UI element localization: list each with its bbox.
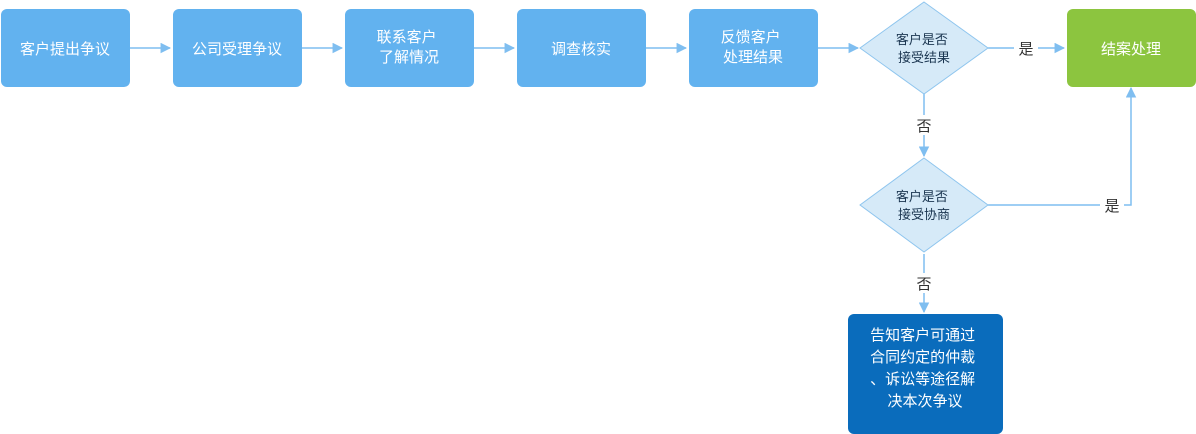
node-notice: 告知客户可通过 合同约定的仲裁 、诉讼等途径解 决本次争议	[848, 314, 1003, 434]
connectors	[130, 42, 1137, 314]
node-decision1-label: 客户是否 接受结果	[896, 32, 952, 66]
node-step5-label: 反馈客户 处理结果	[721, 28, 786, 66]
node-step4: 调查核实	[517, 9, 646, 87]
node-notice-label: 告知客户可通过 合同约定的仲裁 、诉讼等途径解 决本次争议	[870, 326, 980, 410]
edge-label-d2-no: 否	[916, 275, 931, 293]
node-close-label: 结案处理	[1101, 40, 1161, 58]
node-step5: 反馈客户 处理结果	[689, 9, 818, 87]
node-step2: 公司受理争议	[173, 9, 302, 87]
edge-label-d1-no: 否	[916, 117, 931, 135]
edge-labels: 是 否 是 否	[912, 38, 1124, 293]
node-close: 结案处理	[1067, 9, 1196, 87]
node-step1-label: 客户提出争议	[20, 40, 110, 58]
node-decision2-label: 客户是否 接受协商	[896, 189, 952, 223]
node-step1: 客户提出争议	[1, 9, 130, 87]
node-decision2: 客户是否 接受协商	[859, 157, 989, 253]
node-step3-label: 联系客户 了解情况	[377, 28, 442, 66]
arrow-decision2-close	[988, 86, 1137, 206]
node-step3: 联系客户 了解情况	[345, 9, 474, 87]
edge-label-d1-yes: 是	[1018, 40, 1033, 58]
node-decision1: 客户是否 接受结果	[859, 1, 989, 95]
edge-label-d2-yes: 是	[1104, 197, 1119, 215]
node-step2-label: 公司受理争议	[192, 40, 282, 58]
node-step4-label: 调查核实	[551, 40, 611, 58]
